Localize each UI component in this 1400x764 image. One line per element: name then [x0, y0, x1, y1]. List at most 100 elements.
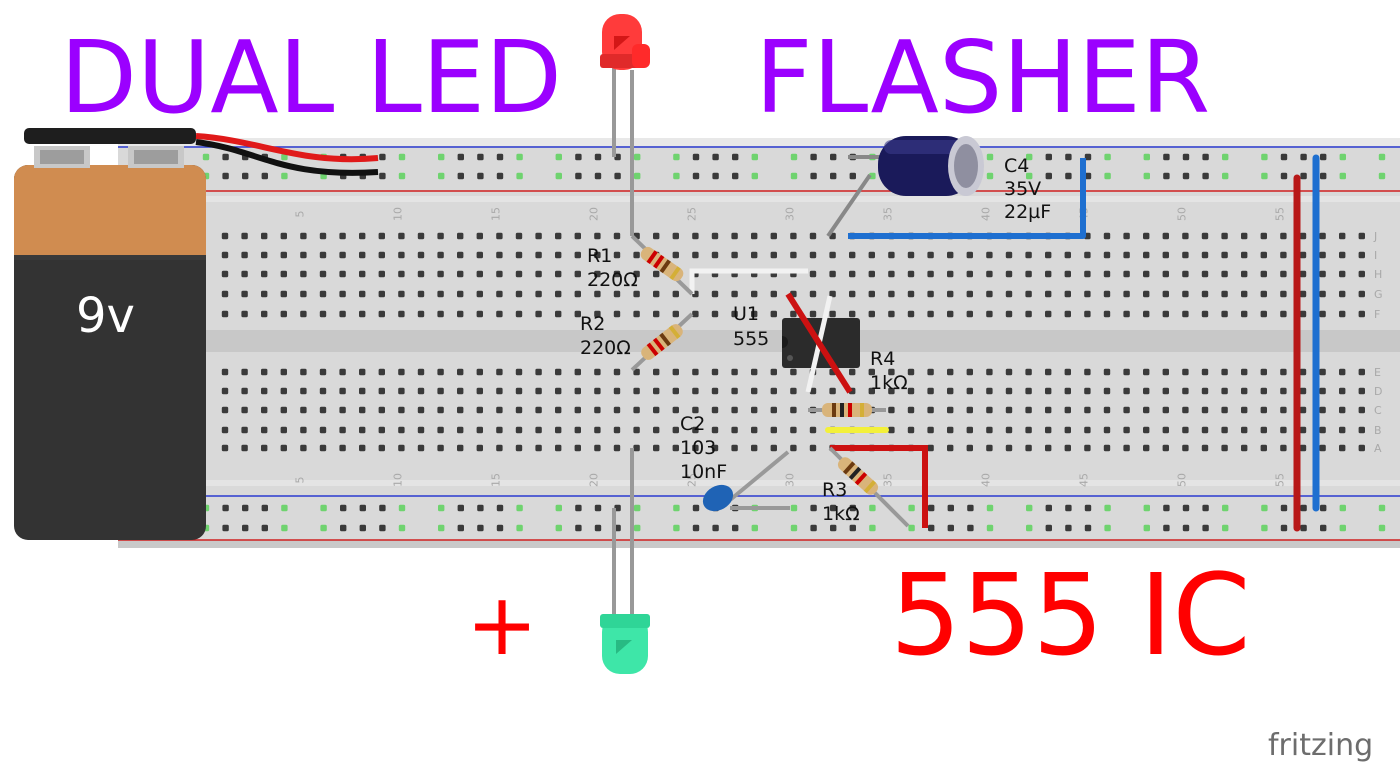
breadboard-hole: [966, 270, 973, 278]
breadboard-hole: [457, 251, 464, 259]
row-letter: J: [1373, 230, 1377, 243]
breadboard-hole: [457, 524, 464, 532]
breadboard-hole: [1202, 172, 1209, 180]
breadboard-hole: [300, 368, 307, 376]
breadboard-hole: [633, 444, 640, 452]
breadboard-hole: [476, 368, 483, 376]
breadboard-hole: [986, 153, 994, 161]
breadboard-hole: [1123, 387, 1130, 395]
column-numbers: 5510101515202025253030353540404545505055…: [293, 207, 1286, 487]
breadboard-hole: [261, 251, 268, 259]
breadboard-hole: [1182, 368, 1189, 376]
breadboard-hole: [261, 368, 268, 376]
breadboard-hole: [1241, 406, 1248, 414]
breadboard-hole: [829, 387, 836, 395]
breadboard-hole: [1201, 251, 1209, 259]
breadboard-hole: [339, 368, 346, 376]
breadboard-hole: [359, 406, 366, 414]
breadboard-hole: [672, 232, 679, 240]
breadboard-hole: [476, 270, 483, 278]
breadboard-hole: [810, 504, 817, 512]
breadboard-hole: [300, 444, 307, 452]
breadboard-hole: [202, 153, 210, 161]
breadboard-hole: [398, 368, 405, 376]
breadboard-hole: [359, 368, 366, 376]
breadboard-hole: [496, 232, 503, 240]
breadboard-hole: [574, 232, 581, 240]
breadboard-hole: [457, 172, 464, 180]
breadboard-hole: [1358, 387, 1365, 395]
breadboard-hole: [711, 444, 719, 452]
breadboard-hole: [1182, 504, 1190, 512]
breadboard-hole: [496, 251, 503, 259]
breadboard-hole: [1182, 406, 1189, 414]
breadboard-hole: [339, 387, 346, 395]
breadboard-hole: [280, 368, 287, 376]
breadboard-hole: [476, 406, 483, 414]
breadboard-hole: [692, 426, 699, 434]
breadboard-hole: [379, 524, 386, 532]
breadboard-hole: [1143, 368, 1150, 376]
breadboard-hole: [398, 524, 406, 532]
breadboard-hole: [515, 232, 523, 240]
breadboard-hole: [555, 387, 562, 395]
breadboard-hole: [1320, 524, 1327, 532]
breadboard-hole: [398, 232, 405, 240]
breadboard-hole: [496, 310, 503, 318]
breadboard-hole: [300, 251, 307, 259]
breadboard-hole: [1358, 406, 1365, 414]
breadboard-hole: [1103, 270, 1111, 278]
breadboard-hole: [731, 310, 738, 318]
breadboard-hole: [535, 310, 542, 318]
breadboard-hole: [339, 406, 346, 414]
breadboard-hole: [575, 504, 582, 512]
breadboard-hole: [633, 251, 640, 259]
breadboard-hole: [613, 368, 621, 376]
breadboard-hole: [751, 290, 758, 298]
breadboard-hole: [417, 310, 425, 318]
breadboard-hole: [731, 368, 738, 376]
breadboard-hole: [947, 406, 954, 414]
breadboard-hole: [907, 406, 915, 414]
breadboard-hole: [947, 251, 954, 259]
breadboard-hole: [1182, 290, 1189, 298]
breadboard-hole: [770, 290, 777, 298]
breadboard-hole: [888, 387, 895, 395]
breadboard-hole: [1123, 232, 1130, 240]
breadboard-hole: [1084, 153, 1092, 161]
breadboard-hole: [770, 368, 777, 376]
breadboard-hole: [1005, 444, 1013, 452]
row-letter: B: [1374, 424, 1382, 437]
breadboard-hole: [515, 310, 523, 318]
breadboard-hole: [417, 426, 425, 434]
breadboard-hole: [535, 387, 542, 395]
breadboard-hole: [574, 444, 581, 452]
breadboard-hole: [1339, 270, 1346, 278]
breadboard-hole: [1104, 153, 1111, 161]
breadboard-hole: [457, 310, 464, 318]
breadboard-hole: [986, 270, 993, 278]
breadboard-hole: [653, 232, 660, 240]
breadboard-hole: [633, 290, 640, 298]
column-number: 30: [783, 473, 796, 487]
column-number: 25: [685, 473, 698, 487]
breadboard-hole: [221, 251, 229, 259]
breadboard-hole: [1045, 290, 1052, 298]
breadboard-hole: [516, 153, 523, 161]
breadboard-hole: [221, 290, 229, 298]
breadboard-hole: [1123, 406, 1130, 414]
c2-code-label: 103: [680, 437, 716, 459]
breadboard-hole: [1143, 270, 1150, 278]
breadboard-hole: [1261, 524, 1268, 532]
breadboard-hole: [849, 290, 856, 298]
column-number: 30: [783, 207, 796, 221]
breadboard-hole: [398, 406, 405, 414]
breadboard-hole: [359, 232, 366, 240]
breadboard-hole: [417, 290, 425, 298]
breadboard-hole: [437, 251, 444, 259]
breadboard-hole: [1300, 524, 1307, 532]
breadboard-hole: [594, 387, 601, 395]
breadboard-hole: [437, 406, 444, 414]
column-number: 10: [391, 207, 404, 221]
breadboard-hole: [398, 387, 405, 395]
